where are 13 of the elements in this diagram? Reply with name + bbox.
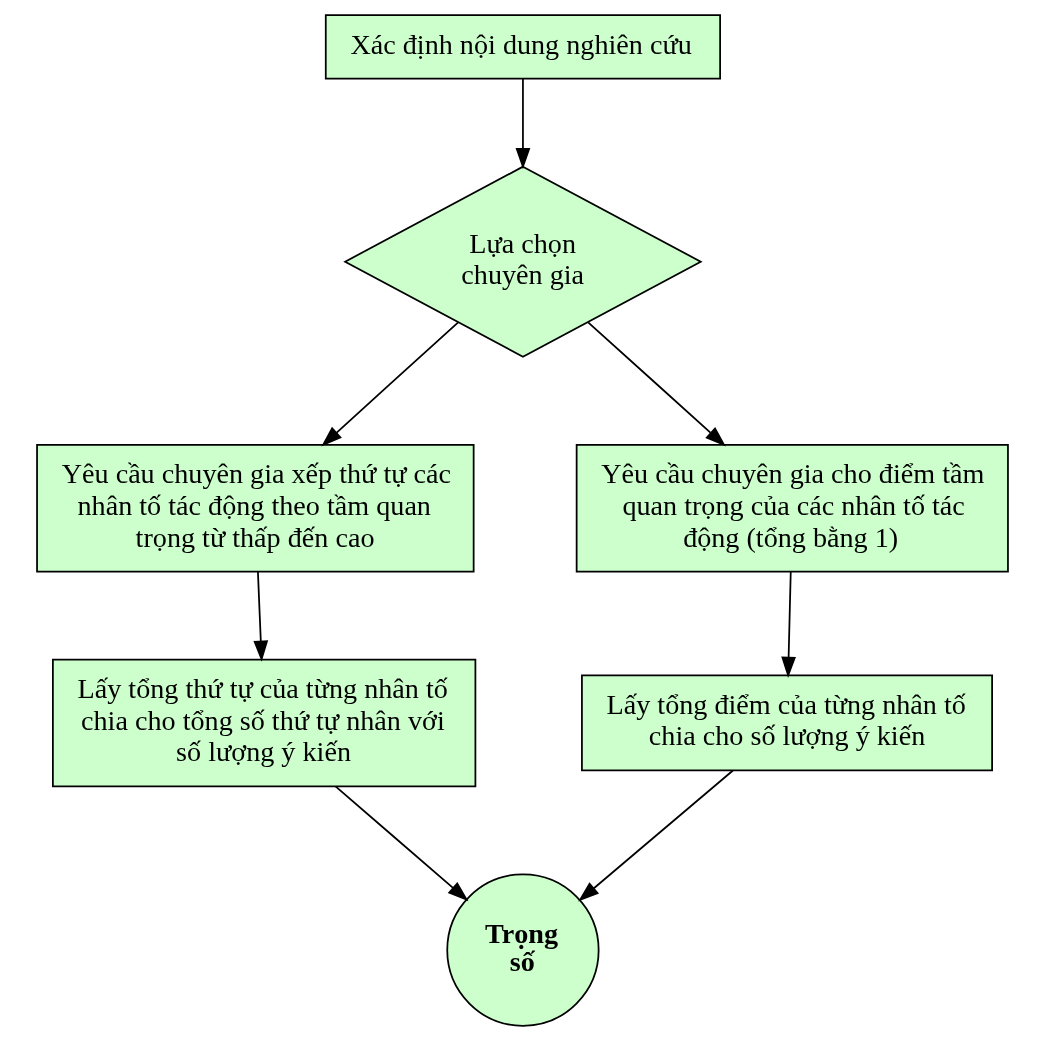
node-box: Xác định nội dung nghiên cứu: [324, 14, 721, 80]
arrow: [253, 570, 269, 662]
arrow: [578, 769, 734, 902]
node-box: Lấy tổng thứ tự của từng nhân tố chia cho tổng số thứ tự nhân với số lượng ý kiến: [52, 658, 477, 788]
arrow: [781, 570, 797, 678]
arrow: [515, 78, 531, 170]
node-box: Yêu cầu chuyên gia xếp thứ tự các nhân tố tác động theo tầm quan trọng từ thấp đến cao: [36, 443, 475, 573]
arrow: [587, 321, 726, 447]
node-box: Yêu cầu chuyên gia cho điểm tầm quan trọng của các nhân tố tác động (tổng bằng 1): [575, 443, 1009, 573]
node-diamond: Lựa chọn chuyên gia: [343, 165, 703, 358]
node-box: Lấy tổng điểm của từng nhân tố chia cho số lượng ý kiến: [581, 674, 993, 772]
arrow: [334, 785, 469, 902]
arrow: [321, 321, 460, 447]
